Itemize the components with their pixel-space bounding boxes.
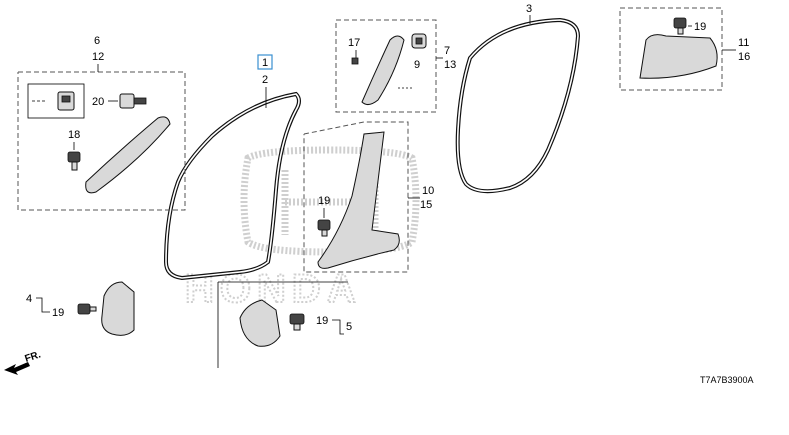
honda-watermark: HONDA [184,146,420,312]
group-box-6-12 [17,71,186,211]
callout-box-1 [257,54,273,70]
callout-17: 17 [348,37,360,49]
callout-1: 1 [262,57,268,69]
callout-4: 4 [26,293,32,305]
callout-15: 15 [420,199,432,211]
callout-19-sill: 19 [316,315,328,327]
callout-11: 11 [738,37,749,49]
front-direction-arrow: FR. [4,349,42,375]
callout-10: 10 [422,185,434,197]
callout-20: 20 [92,96,104,108]
callout-12: 12 [92,51,104,63]
callout-7: 7 [444,45,450,57]
callout-16: 16 [738,51,750,63]
group-box-10-15 [303,121,409,273]
upper-pillar-garnish [361,35,405,106]
diagram-code: T7A7B3900A [700,375,754,385]
callout-19-kick: 19 [52,307,64,319]
clip-19-kick [77,303,97,315]
inset-box [27,83,85,119]
clip-part-inset [57,91,75,111]
callout-18: 18 [68,129,80,141]
clip-20 [119,93,147,109]
clip-9 [411,33,427,49]
clip-18 [67,151,81,171]
callout-2: 2 [262,74,268,86]
door-seal-front [163,91,301,281]
clip-19-sill [289,313,305,331]
clip-19-rear [673,17,687,35]
rear-pillar-garnish [639,34,718,79]
callout-6: 6 [94,35,100,47]
group-box-11-16 [619,7,723,91]
front-kick-panel [101,281,135,336]
front-label: FR. [24,349,43,365]
callout-19-rear: 19 [694,21,706,33]
callout-19-center: 19 [318,195,330,207]
center-pillar-garnish [317,131,400,269]
clip-19-center [317,219,331,237]
callout-13: 13 [444,59,456,71]
callout-5: 5 [346,321,352,333]
callout-9: 9 [414,59,420,71]
callout-3: 3 [526,3,532,15]
screw-17 [351,57,359,65]
group-box-7-13 [335,19,437,113]
front-pillar-garnish [85,116,171,194]
door-seal-rear [455,17,581,194]
side-sill-bracket [239,299,281,347]
